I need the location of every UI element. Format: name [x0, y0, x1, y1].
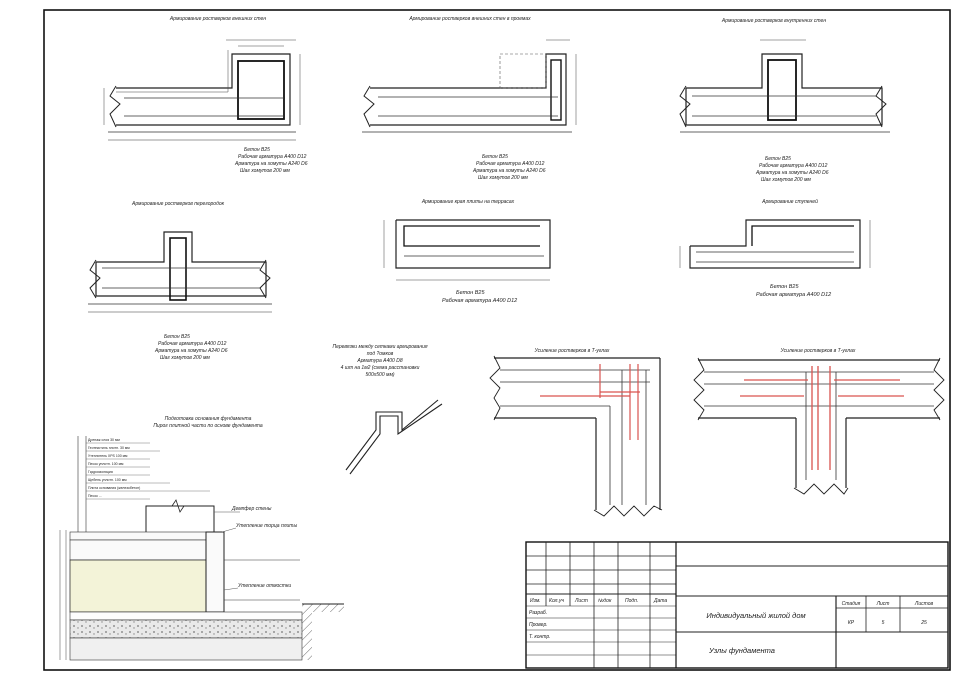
title-block: Изм. Кол.уч Лист №док Подп. Дата Разраб.…: [525, 541, 949, 669]
foundation-title: Подготовка основания фундамента: [165, 416, 252, 422]
foundation-section: Подготовка основания фундамента Пирог пл…: [59, 416, 344, 661]
col-header: Подп.: [625, 598, 638, 604]
view-note: Арматура на хомуты А240 D6: [472, 168, 546, 174]
layer-label: Дренаж слоя 30 мм: [88, 438, 120, 442]
col-header: Лист: [574, 598, 588, 604]
sheet-header: Лист: [876, 601, 890, 607]
layer-label: Геотекстиль плотн. 30 мм: [88, 446, 130, 450]
t-joint-reinforcement: Усиление ростверков в Т-углах: [693, 348, 945, 495]
view-title: Армирование края плиты на террасах: [421, 199, 515, 205]
role-label: Разраб.: [529, 610, 547, 616]
callout-label: Утепление торца плиты: [236, 523, 297, 529]
view-note: Арматура на хомуты А240 D6: [154, 348, 228, 354]
view-note: Арматура на хомуты А240 D6: [755, 170, 829, 176]
callout-label: Демпфер стены: [231, 506, 272, 512]
connector-note: 500х500 мм): [365, 372, 394, 378]
connector-note: 4 шт на 1м2 (схема расстановки: [341, 365, 420, 371]
layer-label: Гидроизоляция: [88, 470, 113, 474]
view-note: Шаг хомутов 200 мм: [761, 177, 811, 183]
view-external-walls-openings: Армирование ростверков внешних стен в пр…: [362, 16, 577, 181]
view-note: Бетон В25: [244, 147, 270, 153]
view-note: Рабочая арматура А400 D12: [756, 292, 831, 298]
sheets-header: Листов: [914, 601, 934, 607]
view-title: Армирование ступеней: [761, 198, 818, 205]
sheet-frame: [43, 9, 951, 671]
view-title: Армирование ростверков внутренних стен: [721, 18, 826, 24]
layer-label: Плита основания (железобетон): [88, 486, 140, 490]
view-partitions: Армирование ростверков перегородок Бетон…: [88, 201, 272, 361]
view-note: Бетон В25: [482, 154, 508, 160]
view-note: Шаг хомутов 200 мм: [160, 355, 210, 361]
layer-label: Песок ...: [88, 494, 102, 498]
view-internal-walls: Армирование ростверков внутренних стен Б…: [679, 18, 890, 183]
stage-header: Стадия: [842, 601, 861, 607]
view-note: Арматура на хомуты А240 D6: [234, 161, 308, 167]
sheet-title: Узлы фундамента: [708, 646, 775, 655]
view-note: Бетон В25: [456, 290, 485, 296]
t-corner-title: Усиление ростверков в Т-углах: [535, 348, 610, 354]
connector-note: под ?омков: [367, 351, 394, 357]
view-title: Армирование ростверков внешних стен: [169, 16, 266, 22]
stage-value: КР: [848, 620, 855, 626]
role-label: Т. контр.: [529, 634, 551, 640]
view-note: Бетон В25: [765, 156, 791, 162]
view-title: Армирование ростверков перегородок: [131, 201, 225, 207]
callout-label: Утепление отмостки: [238, 583, 291, 589]
connector-note: Арматура А400 D8: [356, 358, 402, 364]
col-header: Кол.уч: [549, 598, 564, 604]
view-note: Шаг хомутов 200 мм: [478, 175, 528, 181]
view-note: Рабочая арматура А400 D12: [476, 161, 545, 167]
view-note: Шаг хомутов 200 мм: [240, 168, 290, 174]
project-name: Индивидуальный жилой дом: [706, 611, 805, 620]
role-label: Провер.: [529, 622, 548, 628]
col-header: №док: [598, 598, 612, 604]
view-terrace-slab-edge: Армирование края плиты на террасах Бетон…: [383, 199, 551, 304]
connector-note: Перевязки между сетками армирования: [332, 344, 427, 350]
sheets-value: 25: [920, 620, 927, 626]
view-note: Рабочая арматура А400 D12: [158, 341, 227, 347]
t-corner-reinforcement: Усиление ростверков в Т-углах: [489, 348, 663, 517]
col-header: Дата: [653, 598, 667, 604]
view-note: Бетон В25: [770, 284, 799, 290]
connector-detail: Перевязки между сетками армирования под …: [332, 344, 443, 475]
sheet-value: 5: [882, 620, 885, 626]
view-note: Рабочая арматура А400 D12: [442, 298, 517, 304]
foundation-title: Пирог плитной части по основе фундамента: [153, 422, 263, 429]
layer-label: Песок уплотн. 100 мм: [88, 462, 124, 466]
view-note: Рабочая арматура А400 D12: [759, 163, 828, 169]
view-note: Рабочая арматура А400 D12: [238, 154, 307, 160]
view-external-walls: Армирование ростверков внешних стен Бето…: [103, 16, 308, 174]
view-note: Бетон В25: [164, 334, 190, 340]
view-steps: Армирование ступеней Бетон В25 Рабочая а…: [679, 198, 871, 298]
view-title: Армирование ростверков внешних стен в пр…: [408, 16, 531, 22]
t-joint-title: Усиление ростверков в Т-углах: [781, 348, 856, 354]
layer-label: Утеплитель XPS 100 мм: [88, 454, 128, 458]
layer-label: Щебень уплотн. 100 мм: [88, 478, 127, 482]
col-header: Изм.: [530, 598, 541, 604]
